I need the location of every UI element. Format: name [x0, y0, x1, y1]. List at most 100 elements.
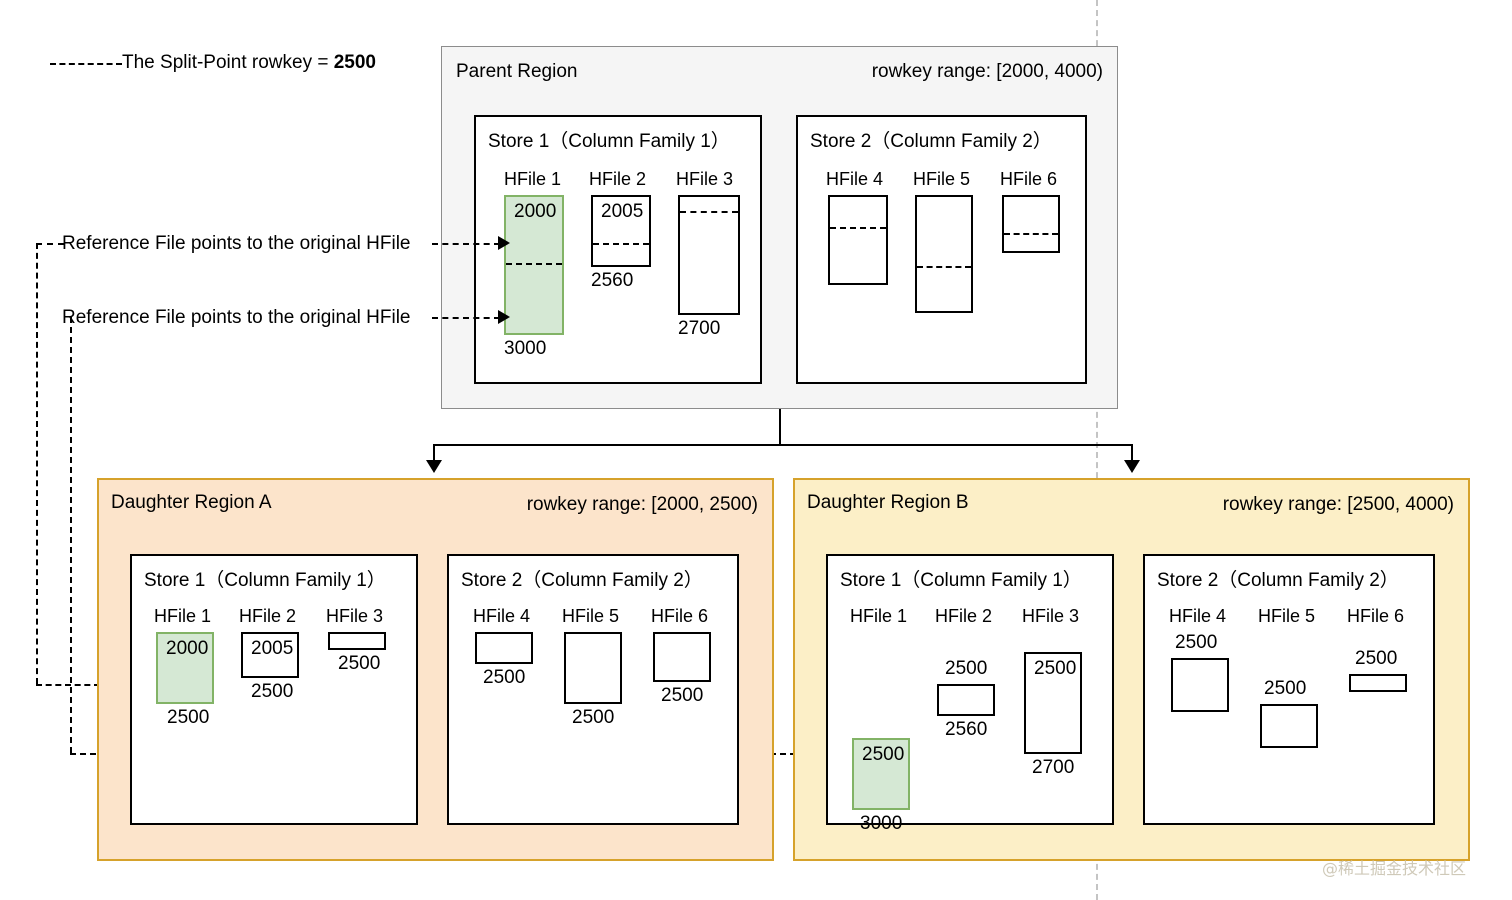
- parent-store-1-hfile-2-box: 2005: [591, 195, 651, 267]
- daughter-b-store-1-hfile-3-bottom-value: 2700: [1032, 757, 1075, 778]
- parent-store-2-hfile-6-split-marker: [1004, 233, 1058, 235]
- legend-label: The Split-Point rowkey = 2500: [122, 52, 376, 74]
- daughter-b-title: Daughter Region B: [807, 492, 969, 513]
- daughter-b-store-1-hfile-2-bottom-value: 2560: [945, 719, 988, 740]
- daughter-b-store-1-hfile-3-top-value: 2500: [1034, 658, 1077, 679]
- split-connector-right-arrow: [1124, 460, 1140, 473]
- daughter-a-store-2-hfile-6-name: HFile 6: [651, 606, 709, 626]
- daughter-a-store-1-hfile-2-bottom-value: 2500: [251, 681, 294, 702]
- parent-store-2-hfile-5-name: HFile 5: [913, 169, 971, 189]
- daughter-a-store-1-hfile-3-box: [328, 632, 386, 650]
- parent-store-1-hfile-1-split-marker: [506, 263, 562, 265]
- daughter-a-store-2-hfile-6-bottom-value: 2500: [661, 685, 704, 706]
- daughter-b-store-1-hfile-1-top-value: 2500: [862, 744, 905, 765]
- daughter-a-store-1-hfile-3-name: HFile 3: [326, 606, 384, 626]
- parent-store-1-hfile-2-name: HFile 2: [589, 169, 647, 189]
- split-point-guide-line: [1096, 0, 1098, 900]
- daughter-a-store-1-hfile-1-name: HFile 1: [154, 606, 212, 626]
- daughter-a-store-2-hfile-6-box: [653, 632, 711, 682]
- parent-region-title: Parent Region: [456, 61, 578, 82]
- parent-store-1-hfile-1-name: HFile 1: [504, 169, 562, 189]
- daughter-a-range: rowkey range: [2000, 2500): [526, 494, 758, 515]
- parent-store-1-hfile-3-bottom-value: 2700: [678, 318, 721, 339]
- parent-store-1-hfile-3-name: HFile 3: [676, 169, 734, 189]
- daughter-b-store-1-hfile-1-box: 2500: [852, 738, 910, 810]
- parent-region: Parent Region rowkey range: [2000, 4000)…: [441, 46, 1118, 409]
- daughter-b-store-1-label: Store 1（Column Family 1）: [840, 570, 1082, 591]
- reference-arrow-1-line: [432, 243, 500, 245]
- legend-text: The Split-Point rowkey =: [122, 52, 334, 73]
- parent-store-2-hfile-5-split-marker: [917, 266, 971, 268]
- daughter-a-store-1-label: Store 1（Column Family 1）: [144, 570, 386, 591]
- daughter-b-range: rowkey range: [2500, 4000): [1222, 494, 1454, 515]
- daughter-b-store-2: Store 2（Column Family 2） HFile 4 2500 HF…: [1143, 554, 1435, 825]
- daughter-a-store-1-hfile-3-bottom-value: 2500: [338, 653, 381, 674]
- parent-store-1-hfile-1-bottom-value: 3000: [504, 338, 547, 359]
- daughter-b-store-1-hfile-2-box: [937, 684, 995, 716]
- daughter-b-store-1-hfile-2-name: HFile 2: [935, 606, 993, 626]
- daughter-b-store-2-hfile-5-box: [1260, 704, 1318, 748]
- daughter-b-store-1: Store 1（Column Family 1） HFile 1 2500 30…: [826, 554, 1114, 834]
- daughter-b-store-1-hfile-3-name: HFile 3: [1022, 606, 1080, 626]
- split-connector-right-drop: [1131, 444, 1133, 462]
- daughter-a-store-1: Store 1（Column Family 1） HFile 1 2000 25…: [130, 554, 418, 825]
- daughter-b-store-2-label: Store 2（Column Family 2）: [1157, 570, 1399, 591]
- daughter-a-store-2-label: Store 2（Column Family 2）: [461, 570, 703, 591]
- legend-dashed-line-icon: [50, 63, 122, 65]
- daughter-b-store-2-hfile-4-box: [1171, 658, 1229, 712]
- parent-store-2-hfile-4-split-marker: [830, 227, 886, 229]
- daughter-region-b: Daughter Region B rowkey range: [2500, 4…: [793, 478, 1470, 861]
- parent-store-2-label: Store 2（Column Family 2）: [810, 131, 1052, 152]
- reference-note-2: Reference File points to the original HF…: [62, 307, 411, 328]
- legend-value: 2500: [333, 52, 377, 73]
- daughter-a-store-1-hfile-1-top-value: 2000: [166, 638, 209, 659]
- parent-store-2: Store 2（Column Family 2） HFile 4 HFile 5…: [796, 115, 1087, 384]
- daughter-a-store-2-hfile-5-bottom-value: 2500: [572, 707, 615, 728]
- parent-store-2-hfile-5-box: [915, 195, 973, 313]
- daughter-b-store-2-hfile-6-name: HFile 6: [1347, 606, 1405, 626]
- split-connector-left-drop: [433, 444, 435, 462]
- daughter-b-store-2-hfile-6-box: [1349, 674, 1407, 692]
- parent-store-1-label: Store 1（Column Family 1）: [488, 131, 730, 152]
- daughter-a-store-2-hfile-5-box: [564, 632, 622, 704]
- parent-store-1-hfile-3-box: [678, 195, 740, 315]
- parent-store-1-hfile-3-split-marker: [680, 211, 738, 213]
- parent-store-1-hfile-2-top-value: 2005: [601, 201, 644, 222]
- daughter-b-store-2-hfile-4-above-value: 2500: [1175, 632, 1218, 653]
- daughter-b-store-1-hfile-3-box: 2500: [1024, 652, 1082, 754]
- split-connector-left-arrow: [426, 460, 442, 473]
- reference-arrow-2-head: [498, 310, 510, 324]
- daughter-a-store-1-hfile-2-box: 2005: [241, 632, 299, 678]
- reference-route-1-top: [36, 243, 64, 245]
- parent-store-2-hfile-4-box: [828, 195, 888, 285]
- daughter-b-store-1-hfile-1-name: HFile 1: [850, 606, 908, 626]
- parent-store-1-hfile-2-bottom-value: 2560: [591, 270, 634, 291]
- parent-store-2-hfile-4-name: HFile 4: [826, 169, 884, 189]
- daughter-b-store-1-hfile-1-bottom-value: 3000: [860, 813, 903, 834]
- reference-arrow-2-line: [432, 317, 500, 319]
- reference-arrow-1-head: [498, 236, 510, 250]
- daughter-a-title: Daughter Region A: [111, 492, 272, 513]
- daughter-b-store-2-hfile-5-name: HFile 5: [1258, 606, 1316, 626]
- parent-store-1-hfile-1-box: 2000: [504, 195, 564, 335]
- daughter-b-store-1-hfile-2-above-value: 2500: [945, 658, 988, 679]
- daughter-a-store-1-hfile-2-top-value: 2005: [251, 638, 294, 659]
- daughter-a-store-2-hfile-5-name: HFile 5: [562, 606, 620, 626]
- reference-note-1: Reference File points to the original HF…: [62, 233, 411, 254]
- daughter-region-a: Daughter Region A rowkey range: [2000, 2…: [97, 478, 774, 861]
- watermark: @稀土掘金技术社区: [1322, 859, 1467, 878]
- split-connector-bar: [433, 444, 1133, 446]
- daughter-a-store-2-hfile-4-name: HFile 4: [473, 606, 531, 626]
- daughter-b-store-2-hfile-5-above-value: 2500: [1264, 678, 1307, 699]
- daughter-b-store-2-hfile-6-above-value: 2500: [1355, 648, 1398, 669]
- daughter-a-store-2-hfile-4-box: [475, 632, 533, 664]
- daughter-a-store-2: Store 2（Column Family 2） HFile 4 2500 HF…: [447, 554, 739, 825]
- parent-store-1-hfile-2-split-marker: [593, 243, 649, 245]
- daughter-a-store-2-hfile-4-bottom-value: 2500: [483, 667, 526, 688]
- daughter-a-store-1-hfile-1-box: 2000: [156, 632, 214, 704]
- daughter-a-store-1-hfile-2-name: HFile 2: [239, 606, 297, 626]
- daughter-b-store-2-hfile-4-name: HFile 4: [1169, 606, 1227, 626]
- parent-store-2-hfile-6-box: [1002, 195, 1060, 253]
- parent-store-2-hfile-6-name: HFile 6: [1000, 169, 1058, 189]
